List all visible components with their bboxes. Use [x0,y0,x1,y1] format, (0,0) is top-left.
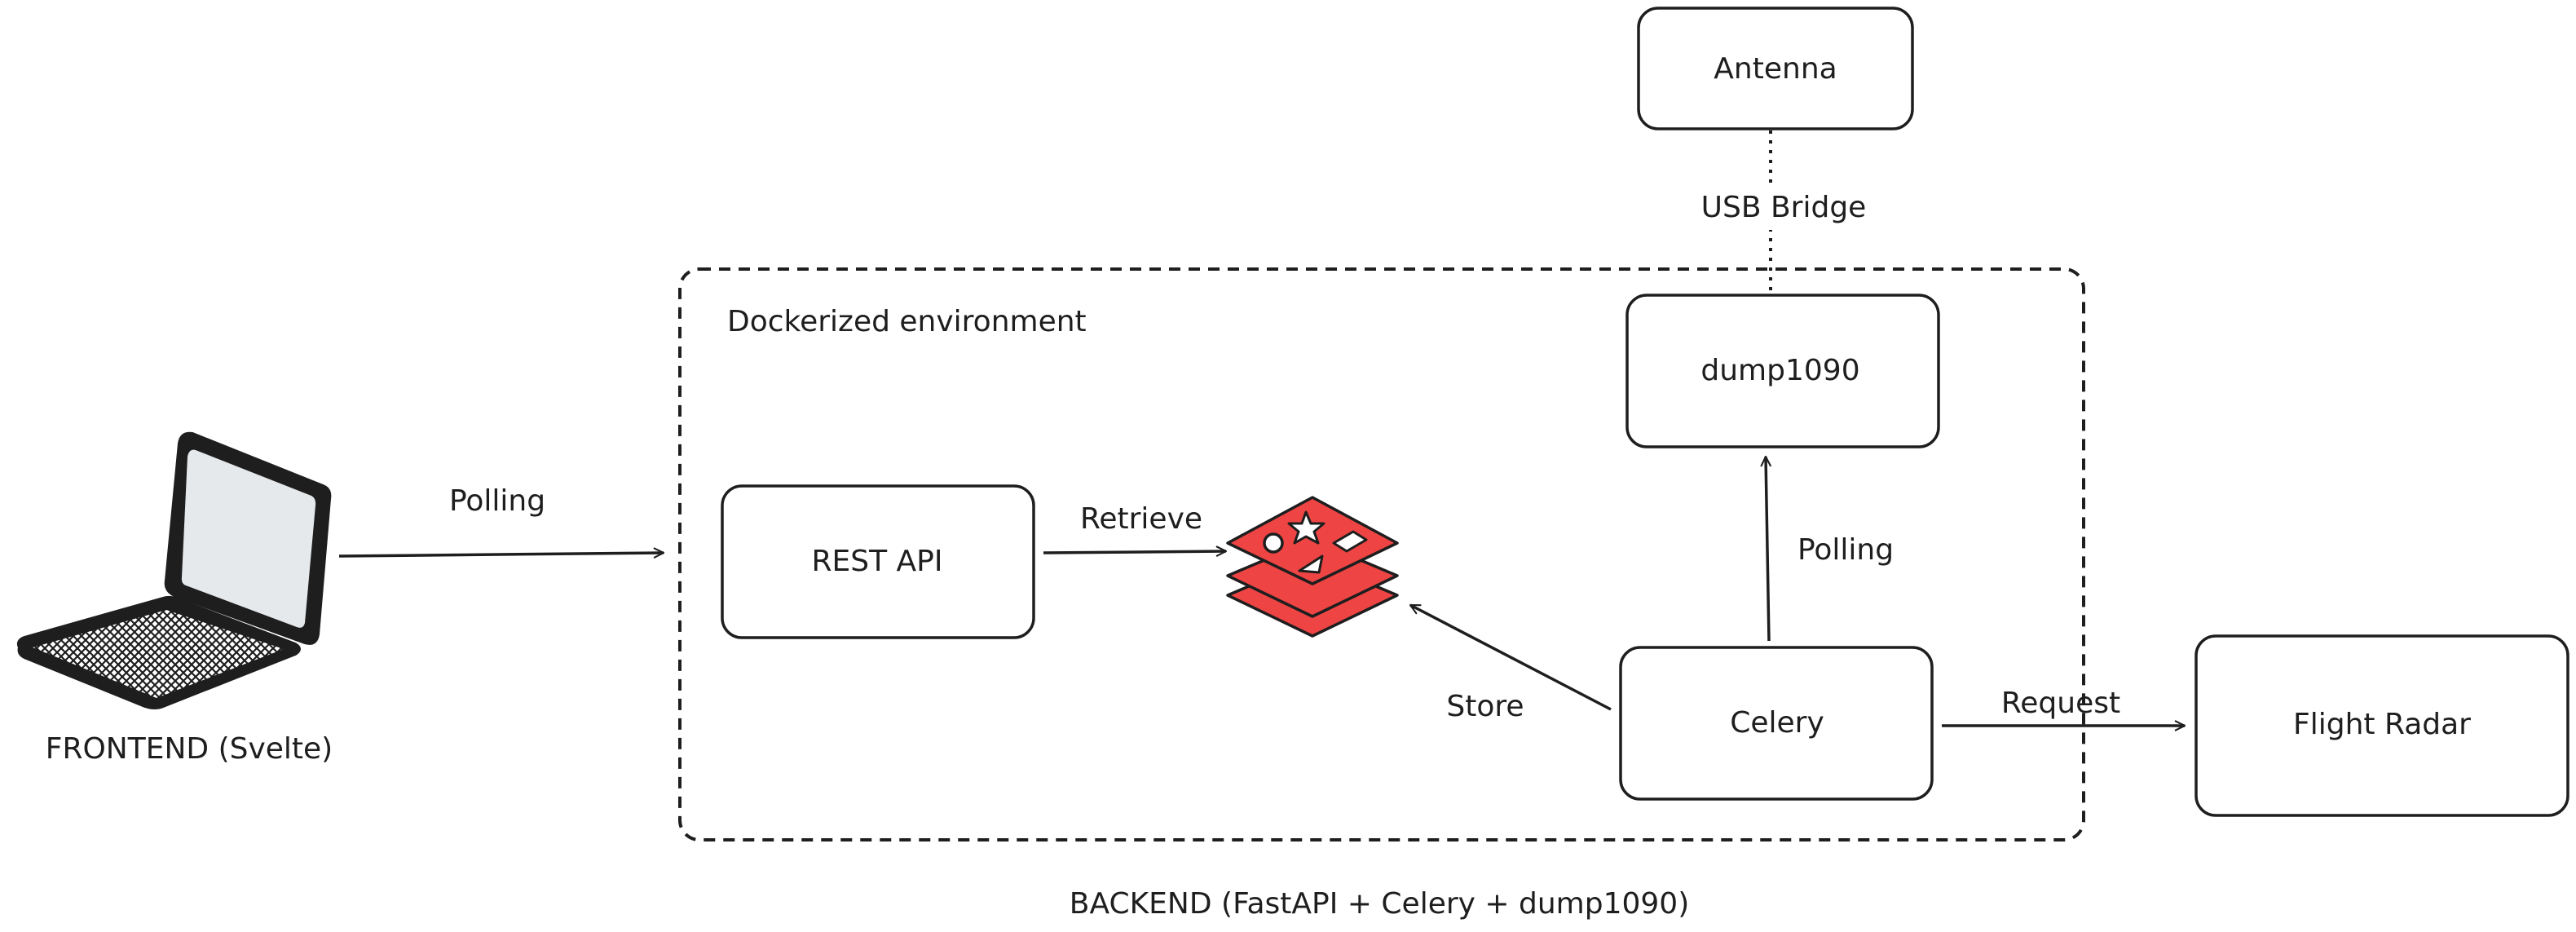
dump1090-node [1625,294,1940,448]
flight-radar-label: Flight Radar [2293,708,2471,741]
usb-bridge-label: USB Bridge [1701,191,1867,224]
edge-label-retrieve: Retrieve [1080,502,1202,536]
edge-celery-to-dump1090 [1760,455,1771,642]
frontend-label: FRONTEND (Svelte) [46,732,333,766]
edge-api-to-redis [1043,546,1228,557]
edge-label-celery-polling: Polling [1797,533,1894,567]
antenna-label: Antenna [1714,52,1837,86]
redis-icon [1226,496,1399,638]
flight-radar-node [2194,634,2569,817]
docker-group-label: Dockerized environment [727,305,1087,338]
celery-label: Celery [1730,706,1824,740]
edge-label-store: Store [1446,690,1524,723]
celery-node [1619,646,1934,801]
rest-api-node [721,484,1035,639]
edge-label-request: Request [2001,687,2120,720]
edge-frontend-to-api [338,547,665,559]
edge-label-frontend-polling: Polling [449,484,545,518]
dump1090-label: dump1090 [1700,354,1859,387]
backend-caption: BACKEND (FastAPI + Celery + dump1090) [1070,887,1690,921]
laptop-icon [16,431,332,709]
rest-api-label: REST API [812,545,943,578]
edge-celery-to-redis [1409,603,1612,711]
antenna-node [1637,7,1914,130]
usb-bridge-label-bg [1702,184,1839,230]
